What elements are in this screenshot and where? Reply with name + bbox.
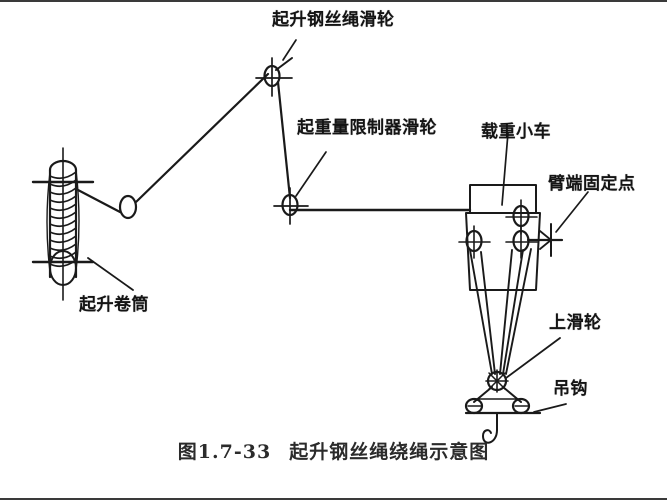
page-edge-rule-top [0, 0, 667, 2]
caption-prefix: 图 [177, 441, 198, 463]
page-edge-rule-bottom [0, 498, 667, 500]
leader-hoist-rope-pulley [282, 39, 297, 61]
label-hoist-rope-pulley: 起升钢丝绳滑轮 [272, 10, 395, 30]
leader-load-limiter [295, 151, 327, 197]
figure-caption: 图1.7-33 起升钢丝绳绕绳示意图 [0, 437, 667, 464]
label-load-trolley: 载重小车 [481, 122, 551, 142]
hoist-drum-assembly [31, 147, 134, 301]
caption-title: 起升钢丝绳绕绳示意图 [289, 441, 490, 463]
leader-boom-end [555, 191, 589, 233]
leader-load-trolley [501, 132, 509, 206]
label-load-limiter-pulley: 起重量限制器滑轮 [297, 118, 437, 138]
leader-hook [533, 403, 567, 413]
label-boom-end-fixed-point: 臂端固定点 [548, 174, 636, 194]
label-hook: 吊钩 [553, 379, 588, 399]
hook-block [464, 386, 567, 444]
load-trolley-frame [465, 132, 541, 291]
hoist-rope-run [76, 72, 270, 214]
load-limiter-pulley [273, 187, 309, 225]
label-hoist-drum: 起升卷筒 [79, 295, 149, 315]
label-upper-pulley: 上滑轮 [549, 313, 602, 333]
boom-end-fixed-point [526, 191, 589, 257]
trolley-sheave-right-lower [505, 225, 538, 259]
rope-vertical-drop [276, 80, 292, 200]
upper-pulley [485, 337, 561, 393]
caption-number: 1.7-33 [197, 441, 272, 463]
rope-falls [469, 248, 532, 375]
deflection-sheave [118, 194, 138, 220]
hoist-rope-pulley [255, 57, 293, 97]
drum-rope-coils [46, 169, 80, 273]
leader-upper-pulley [505, 337, 561, 379]
leader-hoist-drum [87, 257, 134, 291]
trolley-sheave-left [458, 225, 491, 259]
